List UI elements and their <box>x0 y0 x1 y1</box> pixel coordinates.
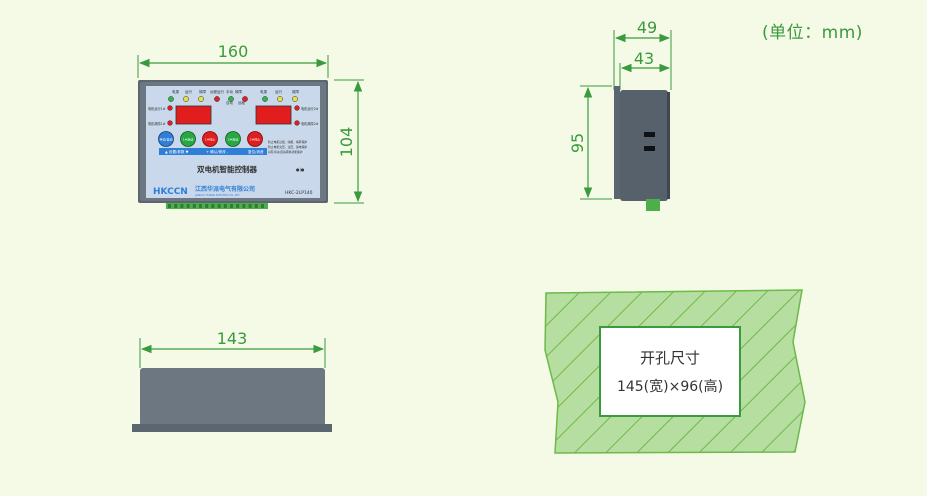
info-line-1: 防止电机过载、缺相、堵转保护 <box>268 140 307 144</box>
left-label-2: 电机故障1# <box>148 121 166 126</box>
front-height-label: 104 <box>337 127 356 158</box>
side-terminal-block <box>646 199 660 211</box>
button-label-1: 手动/自动 <box>159 137 172 142</box>
terminal-pin <box>217 204 221 208</box>
side-inner-depth-label: 43 <box>634 49 654 68</box>
right-label-2: 电机故障2# <box>301 121 319 126</box>
function-bar-label-2: + 确认/修改 - <box>206 149 229 154</box>
cutout-title: 开孔尺寸 <box>640 349 700 367</box>
terminal-pin <box>205 204 209 208</box>
terminal-pin <box>261 204 264 208</box>
top-right-label-3: 故障 <box>292 89 300 94</box>
terminal-pin <box>174 204 178 208</box>
top-right-label-2: 运行 <box>275 89 283 94</box>
top-mid-label-2: 手动 <box>226 89 233 94</box>
led-run-1 <box>183 96 189 102</box>
button-manual-auto <box>158 131 174 147</box>
cutout-opening <box>599 326 741 417</box>
bottom-view: 143 <box>132 329 332 432</box>
cutout-size: 145(宽)×96(高) <box>617 378 723 395</box>
top-mid-label-3: 故障 <box>235 89 242 94</box>
led-motor-fault-1 <box>167 120 173 126</box>
led-manual <box>228 96 234 102</box>
terminal-pin <box>254 204 258 208</box>
led-fault-1 <box>198 96 204 102</box>
button-stop-2 <box>247 131 263 147</box>
cutout-view: 开孔尺寸 145(宽)×96(高) <box>544 289 806 454</box>
terminal-pin <box>211 204 215 208</box>
info-line-3: 具有手动/自动转换功能保护 <box>268 150 303 154</box>
led-motor-fault-2 <box>294 120 300 126</box>
company-name-cn: 江西华派电气有限公司 <box>195 185 255 193</box>
top-mid-label-1: 远程运行 <box>210 89 224 94</box>
led-motor-run-1 <box>167 105 173 111</box>
terminal-pin <box>230 204 233 208</box>
side-vent-1 <box>644 132 655 137</box>
side-height-label: 95 <box>568 133 587 153</box>
led-fault-mid <box>242 96 248 102</box>
button-label-5: 2#停止 <box>250 137 260 142</box>
button-label-2: 1#启动 <box>183 137 193 142</box>
front-width-label: 160 <box>218 42 249 61</box>
top-right-label-1: 电源 <box>260 89 268 94</box>
function-bar-label-1: ▲ 设置/参数 ▼ <box>165 149 189 154</box>
terminal-pin <box>223 204 227 208</box>
terminal-pin <box>236 204 240 208</box>
display-left <box>175 105 212 125</box>
side-bezel <box>614 86 620 199</box>
led-remote-run <box>214 96 220 102</box>
led-run-2 <box>277 96 283 102</box>
terminal-pin <box>186 204 190 208</box>
terminal-pin <box>192 204 196 208</box>
led-power-2 <box>262 96 268 102</box>
button-stop-1 <box>202 131 218 147</box>
left-label-1: 电机运行1# <box>148 106 166 111</box>
right-label-1: 电机运行2# <box>301 106 319 111</box>
terminal-pin <box>242 204 246 208</box>
led-fault-2 <box>292 96 298 102</box>
led-power-1 <box>168 96 174 102</box>
top-mid-label-4: 自动 <box>226 100 233 105</box>
brand-logo: HKCCN <box>153 187 188 197</box>
terminal-pin <box>199 204 202 208</box>
bottom-flange <box>132 424 332 432</box>
side-body <box>620 90 668 201</box>
function-bar-label-3: 复位/消音 <box>248 149 264 154</box>
side-back-edge <box>667 92 670 199</box>
top-left-label-1: 电源 <box>172 89 179 94</box>
company-name-en: JIANGXI HUAPAI ELECTRIC CO.,LTD <box>194 193 239 197</box>
function-bar <box>159 148 267 155</box>
side-vent-2 <box>644 146 655 151</box>
front-view: 160 104 电源 运行 故障 远程运行 手动 故障 自动 远程 电源 运行 <box>137 42 364 209</box>
button-start-2 <box>225 131 241 147</box>
side-view: 49 43 95 <box>568 18 672 211</box>
terminal-pin <box>168 204 171 208</box>
display-right <box>255 105 292 125</box>
terminal-pin <box>180 204 184 208</box>
top-mid-label-5: 远程 <box>238 100 245 105</box>
model-number: HKC-2LP140 <box>285 190 313 196</box>
bottom-width-label: 143 <box>217 329 248 348</box>
terminal-pins <box>168 204 264 208</box>
top-left-label-3: 故障 <box>199 89 206 94</box>
button-label-3: 1#停止 <box>205 137 215 142</box>
led-motor-run-2 <box>294 105 300 111</box>
bottom-body <box>140 368 325 426</box>
button-start-1 <box>180 131 196 147</box>
indicator-glyph: ●|● <box>296 167 305 172</box>
info-line-2: 防止电机欠压、过压、漏电保护 <box>268 145 307 149</box>
product-name: 双电机智能控制器 <box>197 164 257 174</box>
side-outer-depth-label: 49 <box>637 18 657 37</box>
terminal-pin <box>248 204 252 208</box>
top-left-label-2: 运行 <box>185 89 192 94</box>
terminal-strip <box>166 203 268 209</box>
units-note: (单位：mm) <box>762 23 863 43</box>
button-label-4: 2#启动 <box>228 137 238 142</box>
